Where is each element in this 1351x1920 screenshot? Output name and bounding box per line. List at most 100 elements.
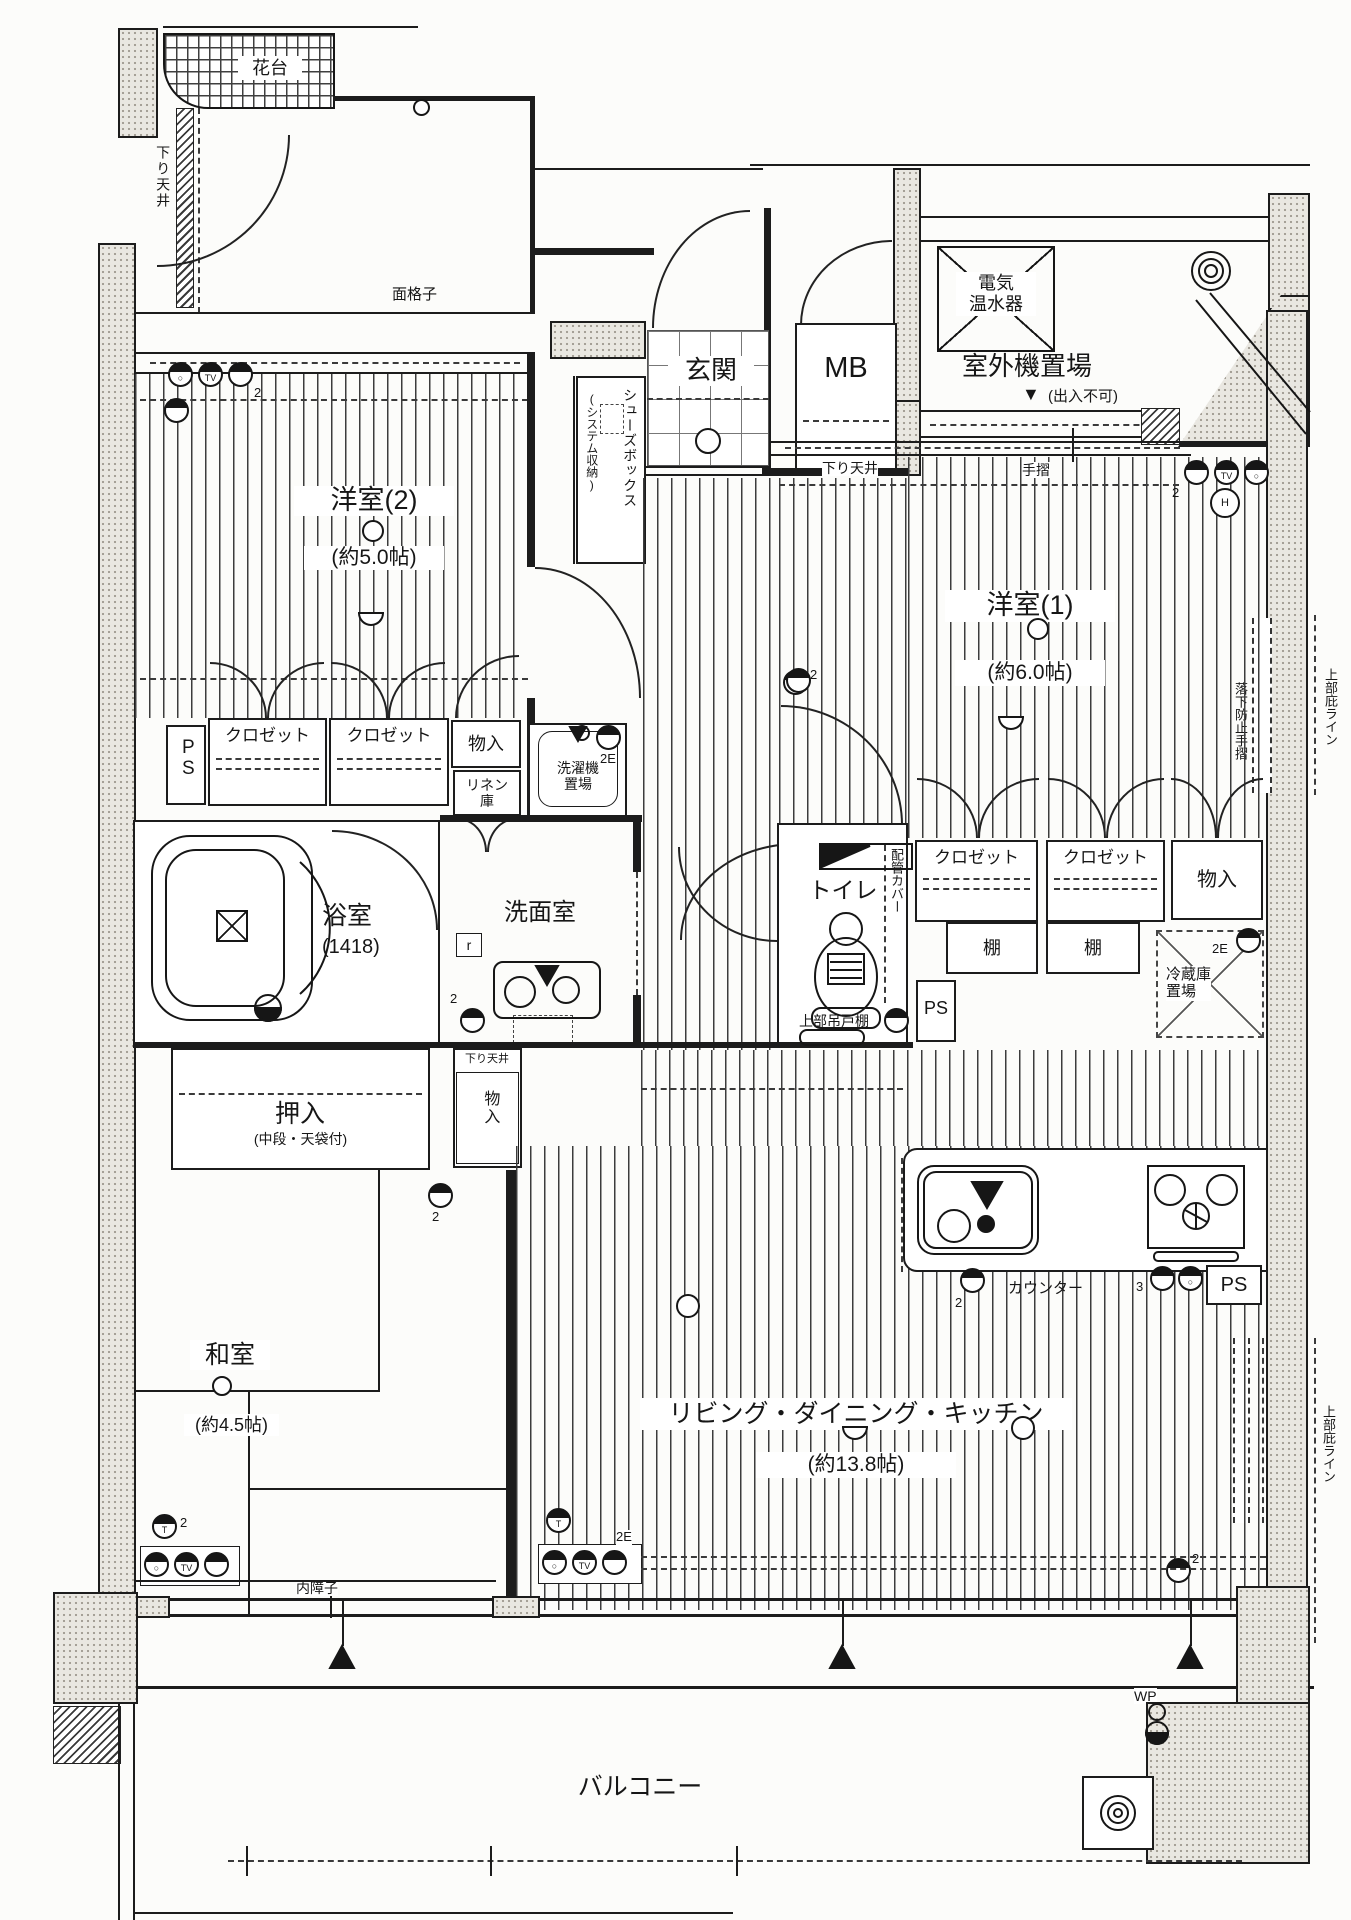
tatami-line-3 bbox=[248, 1392, 250, 1615]
closet-west2-1-rail1 bbox=[216, 758, 319, 760]
closet-west2-2-rail2 bbox=[337, 768, 441, 770]
stove bbox=[1147, 1165, 1245, 1262]
pipe-cover-label: 配管カバー bbox=[888, 848, 904, 913]
west1-outlet4-count: 2 bbox=[810, 667, 818, 682]
west2-room-label: 洋室(2) bbox=[294, 485, 454, 516]
balcony-bottom-line bbox=[133, 1912, 733, 1914]
west2-window-dash bbox=[150, 362, 520, 364]
meter-box-label: MB bbox=[824, 352, 868, 385]
closet-west2-2-label: クロゼット bbox=[346, 726, 432, 746]
eave-line-upper bbox=[1314, 615, 1316, 795]
west1-outlet-symbol-1 bbox=[1184, 460, 1209, 485]
tatami-line-1 bbox=[378, 1170, 380, 1392]
west2-size-label: (約5.0帖) bbox=[304, 546, 444, 570]
porch-edge-line bbox=[535, 168, 763, 170]
bathtub bbox=[151, 835, 331, 1022]
washitsu-outlet-3 bbox=[204, 1552, 229, 1577]
balcony-drain-box bbox=[1082, 1776, 1154, 1850]
outdoor-floor-dash bbox=[930, 424, 1170, 426]
ldk-outlet-right-count: 2 bbox=[1192, 1551, 1200, 1566]
exterior-wall-left bbox=[98, 243, 136, 1615]
hall-outlet-symbol bbox=[786, 668, 811, 693]
window-grille-line bbox=[135, 312, 533, 314]
toilet-label: トイレ bbox=[808, 876, 878, 903]
ldk-light-symbol-1 bbox=[676, 1294, 700, 1318]
washroom-sliding-door bbox=[636, 872, 638, 995]
ldk-window-dash1 bbox=[641, 1556, 1266, 1558]
shower-symbol bbox=[216, 910, 248, 942]
eave-line-upper-label: 上部庇ライン bbox=[1322, 668, 1338, 746]
balcony-faucet bbox=[1144, 1703, 1170, 1745]
oshiire-note: (中段・天袋付) bbox=[253, 1130, 348, 1147]
ldk-outlet-2: TV bbox=[572, 1550, 597, 1575]
outdoor-floor-line1 bbox=[921, 410, 1178, 412]
toilet-pipe-cover-symbol bbox=[819, 843, 913, 870]
outdoor-floor-line2 bbox=[921, 436, 1178, 438]
west1-hook-symbol: H bbox=[1210, 488, 1240, 518]
fridge-space-label: 冷蔵庫置場 bbox=[1166, 966, 1212, 1001]
balcony-label: バルコニー bbox=[577, 1772, 703, 1801]
closet-west1-1-label: クロゼット bbox=[934, 848, 1019, 868]
monoire-column-ceiling-note: 下り天井 bbox=[465, 1052, 509, 1065]
stove-outlet-count: 3 bbox=[1136, 1279, 1144, 1294]
toilet-fixture bbox=[799, 912, 881, 1046]
washroom-outlet-symbol bbox=[460, 1008, 485, 1033]
entrance-light-symbol bbox=[695, 428, 721, 454]
shoebox-column bbox=[576, 376, 646, 564]
outdoor-rail-line2 bbox=[921, 240, 1310, 242]
balcony-wall-right-lower bbox=[1146, 1702, 1310, 1864]
closet-west1-1 bbox=[915, 840, 1038, 922]
ldk-outlet-right bbox=[1166, 1558, 1191, 1583]
shelf-1: 棚 bbox=[946, 922, 1038, 974]
inner-shoji-leader bbox=[330, 1596, 332, 1618]
west2-window-line1 bbox=[135, 352, 532, 354]
ldk-outlet-cluster-count: 2E bbox=[616, 1529, 632, 1545]
west2-outlet-count: 2 bbox=[254, 385, 262, 400]
washitsu-outlet-top bbox=[428, 1183, 453, 1208]
window-grille-label: 面格子 bbox=[392, 286, 438, 303]
closet-west2-1 bbox=[208, 718, 327, 806]
bottom-wall-line2 bbox=[136, 1614, 1272, 1617]
balcony-tick-2 bbox=[842, 1598, 844, 1646]
oshiire-dash bbox=[179, 1093, 422, 1095]
pipe-space-kitchen-side bbox=[916, 980, 956, 1042]
washitsu-outlet-t: T bbox=[152, 1514, 177, 1539]
upper-boundary-line bbox=[750, 164, 1310, 166]
west1-size-label: (約6.0帖) bbox=[955, 660, 1105, 686]
toilet-outlet-symbol bbox=[884, 1008, 909, 1033]
entrance-label: 玄関 bbox=[668, 355, 754, 386]
wall-west1-topright bbox=[1180, 441, 1270, 446]
ldk-outlet-3 bbox=[602, 1550, 627, 1575]
corner-diagonal-lines bbox=[1195, 292, 1311, 435]
oshiire bbox=[171, 1048, 430, 1170]
ldk-outlet-1: ○ bbox=[542, 1550, 567, 1575]
outdoor-unit-note: (出入不可) bbox=[1048, 388, 1118, 405]
washitsu-outlet-t-count: 2 bbox=[180, 1515, 188, 1530]
pipe-space-kitchen-right bbox=[1206, 1265, 1262, 1305]
flower-stand-label: 花台 bbox=[238, 56, 302, 80]
wall-washroom-right-upper bbox=[633, 822, 641, 872]
washer-outlet-symbol bbox=[596, 725, 621, 750]
outdoor-unit-arrow: ▼ bbox=[1022, 384, 1040, 404]
bathroom-size-label: (1418) bbox=[322, 936, 380, 958]
balcony-tick-1 bbox=[342, 1598, 344, 1646]
tatami-line-4 bbox=[250, 1488, 506, 1490]
exterior-wall-topright bbox=[1268, 193, 1310, 310]
kitchen-boundary-dash bbox=[901, 1158, 903, 1272]
west2-ceiling-dash1 bbox=[140, 399, 528, 401]
wall-porch-right bbox=[530, 96, 535, 314]
closet-west1-1-rail2 bbox=[923, 888, 1030, 890]
balcony-inner-line bbox=[118, 1686, 1314, 1689]
pipe-space-kitchen-side-label: PS bbox=[923, 997, 948, 1018]
balcony-outer-tick-2 bbox=[490, 1846, 492, 1876]
washbasin bbox=[493, 961, 601, 1019]
ldk-size-label: (約13.8帖) bbox=[756, 1452, 956, 1478]
closet-west1-2-label: クロゼット bbox=[1063, 848, 1148, 868]
counter-outlet-symbol bbox=[960, 1268, 985, 1293]
wall-washroom-right-lower bbox=[633, 995, 641, 1047]
meter-box-dash bbox=[803, 420, 889, 422]
wall-entrance-left-pier bbox=[550, 321, 646, 359]
balcony-left-rail-2 bbox=[133, 1702, 135, 1920]
waterproof-outlet-label: WP bbox=[1134, 1688, 1157, 1705]
west1-ceiling-light-symbol bbox=[1027, 618, 1049, 640]
